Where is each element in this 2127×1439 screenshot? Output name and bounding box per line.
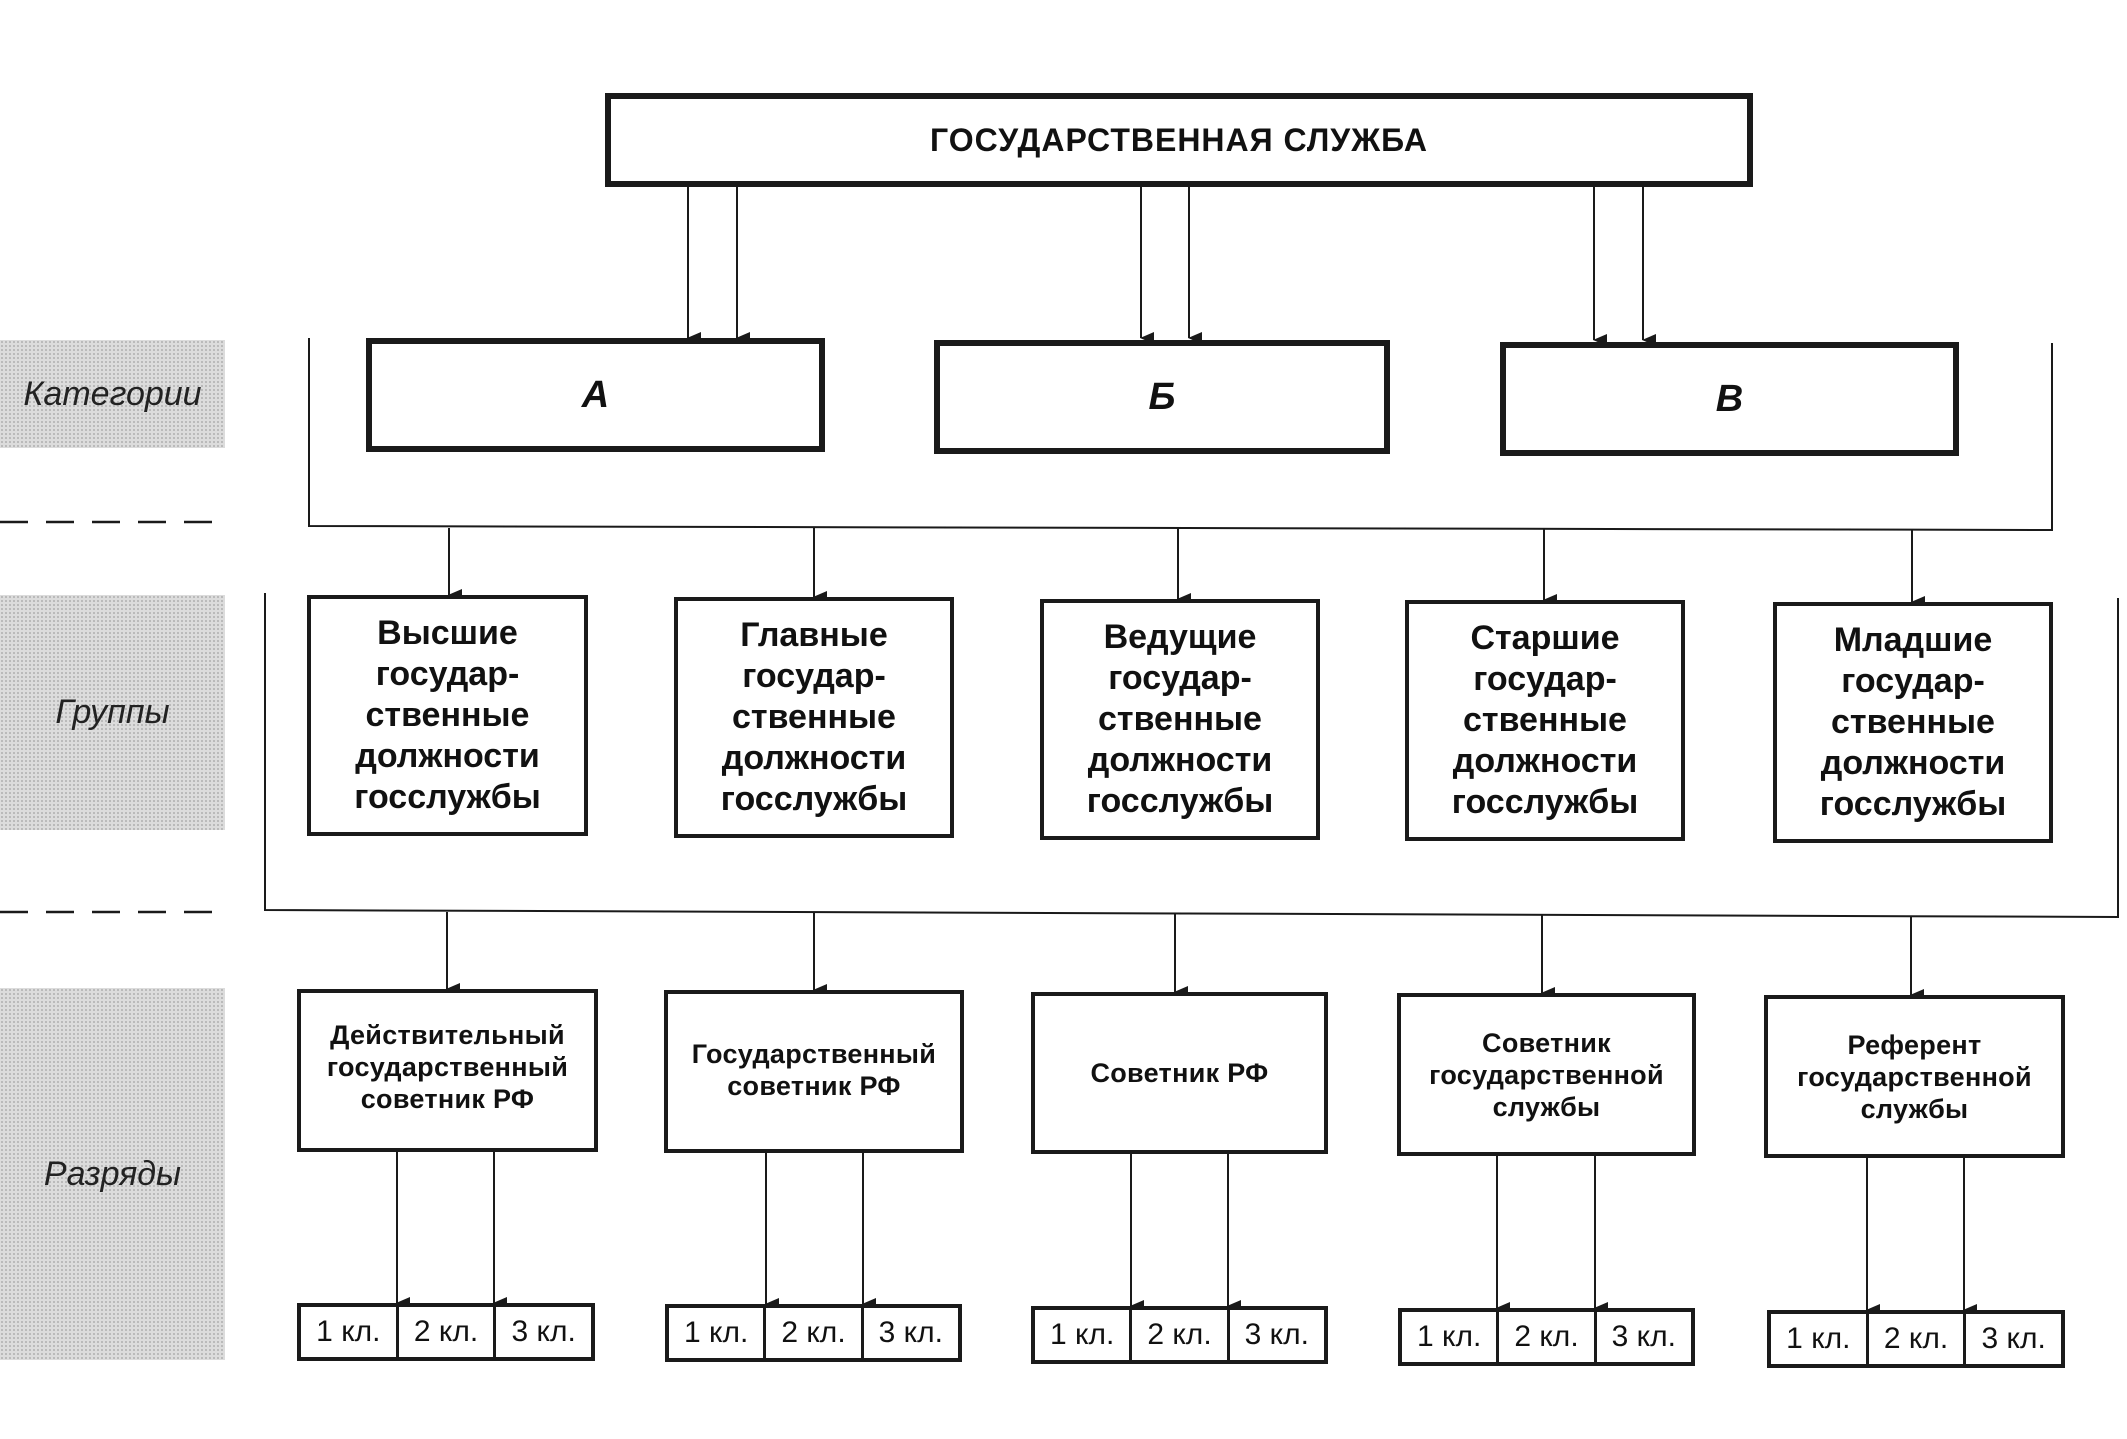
group-leading: Ведущие государ- ственные должности госс…: [1040, 599, 1320, 840]
category-label: В: [1715, 377, 1744, 420]
rank-line: государственный: [326, 1052, 569, 1082]
group-line: государ-: [1108, 659, 1252, 697]
rank-line: советник РФ: [360, 1084, 535, 1114]
group-line: госслужбы: [1451, 783, 1639, 821]
rank-line: службы: [1860, 1094, 1969, 1124]
group-line: должности: [1820, 744, 2006, 782]
root-label: ГОСУДАРСТВЕННАЯ СЛУЖБА: [929, 121, 1429, 158]
ranks-label: Разряды: [0, 988, 225, 1360]
rank-line: государственной: [1429, 1060, 1664, 1090]
group-line: Главные: [740, 616, 888, 654]
category-v: В: [1500, 342, 1959, 456]
group-line: ственные: [1098, 700, 1262, 738]
group-line: ственные: [1463, 701, 1627, 739]
class-cell: 1 кл.: [1786, 1322, 1851, 1355]
group-line: ственные: [1831, 703, 1995, 741]
class-row: 1 кл. 2 кл. 3 кл.: [297, 1303, 595, 1361]
rank-line: Советник РФ: [1090, 1058, 1269, 1088]
rank-line: Действительный: [330, 1020, 565, 1050]
root-node: ГОСУДАРСТВЕННАЯ СЛУЖБА: [605, 93, 1753, 187]
class-cell: 2 кл.: [395, 1307, 494, 1357]
class-row: 1 кл. 2 кл. 3 кл.: [1031, 1306, 1328, 1364]
rank-line: Государственный: [691, 1039, 937, 1069]
rank-actual-state-advisor: Действительный государственный советник …: [297, 989, 598, 1152]
category-b: Б: [934, 340, 1390, 454]
class-cell: 3 кл.: [1593, 1312, 1691, 1362]
class-cell: 1 кл.: [1050, 1318, 1115, 1351]
group-line: государ-: [1473, 660, 1617, 698]
class-cell: 1 кл.: [684, 1316, 749, 1349]
group-line: Младшие: [1833, 621, 1993, 659]
rank-line: службы: [1492, 1092, 1601, 1122]
group-line: должности: [721, 739, 907, 777]
rank-civil-service-referent: Референт государственной службы: [1764, 995, 2065, 1158]
group-higher: Высшие государ- ственные должности госсл…: [307, 595, 588, 836]
group-line: госслужбы: [354, 778, 541, 816]
class-row: 1 кл. 2 кл. 3 кл.: [1398, 1308, 1695, 1366]
categories-label: Категории: [0, 340, 225, 448]
class-cell: 2 кл.: [1129, 1310, 1226, 1360]
class-cell: 3 кл.: [860, 1308, 958, 1358]
rank-advisor-rf: Советник РФ: [1031, 992, 1328, 1154]
class-cell: 2 кл.: [763, 1308, 860, 1358]
group-junior: Младшие государ- ственные должности госс…: [1773, 602, 2053, 843]
rank-line: советник РФ: [727, 1071, 901, 1101]
class-row: 1 кл. 2 кл. 3 кл.: [1767, 1310, 2065, 1368]
group-main: Главные государ- ственные должности госс…: [674, 597, 954, 838]
group-line: Ведущие: [1103, 618, 1257, 656]
groups-label: Группы: [0, 595, 225, 830]
group-line: должности: [1087, 741, 1273, 779]
class-cell: 2 кл.: [1865, 1314, 1964, 1364]
rank-line: Референт: [1847, 1030, 1982, 1060]
class-cell: 3 кл.: [493, 1307, 591, 1357]
rank-civil-service-advisor: Советник государственной службы: [1397, 993, 1696, 1156]
group-line: госслужбы: [1086, 782, 1274, 820]
class-cell: 2 кл.: [1496, 1312, 1593, 1362]
rank-state-advisor: Государственный советник РФ: [664, 990, 964, 1153]
class-cell: 3 кл.: [1226, 1310, 1324, 1360]
rank-line: государственной: [1797, 1062, 2032, 1092]
group-line: государ-: [742, 657, 886, 695]
group-line: госслужбы: [1819, 785, 2007, 823]
class-cell: 1 кл.: [316, 1315, 381, 1348]
group-line: госслужбы: [720, 780, 908, 818]
group-line: должности: [1452, 742, 1638, 780]
group-line: ственные: [732, 698, 896, 736]
group-line: должности: [355, 737, 540, 775]
category-label: А: [581, 373, 610, 416]
group-line: государ-: [1841, 662, 1985, 700]
class-cell: 3 кл.: [1963, 1314, 2061, 1364]
category-label: Б: [1148, 375, 1176, 418]
group-line: ственные: [365, 696, 530, 734]
rank-line: Советник: [1482, 1028, 1611, 1058]
class-cell: 1 кл.: [1417, 1320, 1482, 1353]
category-a: А: [366, 338, 825, 452]
group-line: государ-: [375, 655, 520, 693]
group-line: Старшие: [1470, 619, 1620, 657]
group-senior: Старшие государ- ственные должности госс…: [1405, 600, 1685, 841]
group-line: Высшие: [377, 614, 518, 652]
class-row: 1 кл. 2 кл. 3 кл.: [665, 1304, 962, 1362]
